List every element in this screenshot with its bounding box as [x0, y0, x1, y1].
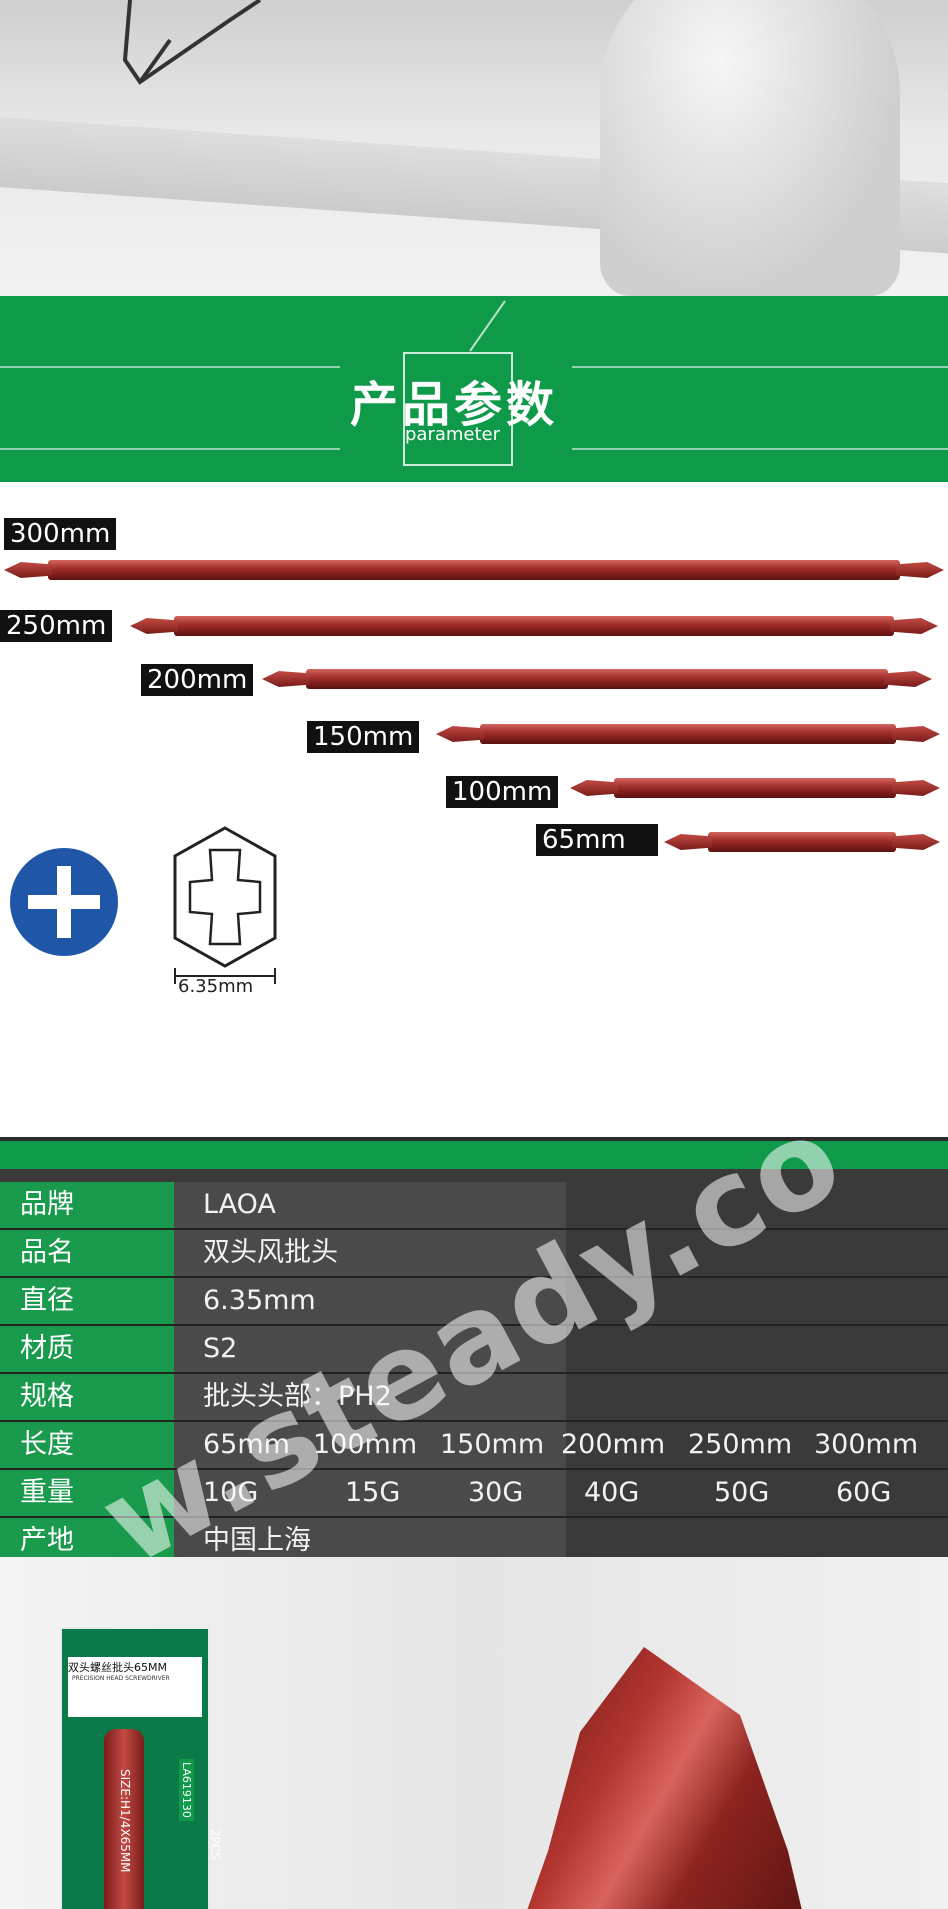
header-line — [0, 448, 340, 450]
hero-photo — [0, 0, 948, 296]
spec-value: S2 — [203, 1333, 238, 1364]
package-subtitle: PRECISION HEAD SCREWDRIVER — [72, 1675, 170, 1682]
spec-key: 长度 — [0, 1422, 174, 1468]
spec-key: 品牌 — [0, 1182, 174, 1228]
weight-value: 10G — [203, 1477, 259, 1508]
spec-key: 规格 — [0, 1374, 174, 1420]
length-value: 300mm — [814, 1429, 919, 1460]
weight-value: 30G — [468, 1477, 524, 1508]
length-value: 65mm — [203, 1429, 290, 1460]
hex-shank-icon — [173, 826, 277, 984]
length-value: 250mm — [688, 1429, 793, 1460]
phillips-cross-icon — [10, 848, 118, 956]
bit-100mm — [614, 778, 896, 798]
table-row: 品牌 LAOA — [0, 1182, 948, 1230]
bit-closeup — [500, 1647, 820, 1909]
bit-65mm — [708, 832, 896, 852]
spec-value: 双头风批头 — [203, 1237, 338, 1268]
table-row: 规格 批头头部：PH2 — [0, 1374, 948, 1422]
brand-logo: LAOA — [98, 1635, 138, 1650]
length-label: 150mm — [307, 721, 420, 753]
bit-200mm — [306, 669, 888, 689]
length-value: 200mm — [561, 1429, 666, 1460]
table-row: 直径 6.35mm — [0, 1278, 948, 1326]
header-line — [572, 448, 948, 450]
length-label: 200mm — [141, 664, 254, 696]
weight-value: 15G — [345, 1477, 401, 1508]
bit-300mm — [48, 560, 900, 580]
length-label: 300mm — [4, 518, 117, 550]
spec-value: 批头头部：PH2 — [203, 1381, 392, 1412]
bit-250mm — [174, 616, 894, 636]
package-label — [68, 1657, 202, 1717]
spec-value: 6.35mm — [203, 1285, 316, 1316]
spec-key: 直径 — [0, 1278, 174, 1324]
length-label: 250mm — [0, 610, 113, 642]
table-row: 长度 65mm 100mm 150mm 200mm 250mm 300mm — [0, 1422, 948, 1470]
table-row: 产地 中国上海 — [0, 1518, 948, 1564]
spec-value: 中国上海 — [203, 1525, 311, 1556]
hero-glove — [600, 0, 900, 296]
packaged-bit — [104, 1729, 144, 1909]
spec-table: 品牌 LAOA 品名 双头风批头 直径 6.35mm 材质 S2 规格 批头头部… — [0, 1137, 948, 1564]
length-value: 100mm — [313, 1429, 418, 1460]
package-size-text: SIZE:H1/4X65MM — [118, 1769, 132, 1873]
weight-value: 40G — [584, 1477, 640, 1508]
spec-key: 重量 — [0, 1470, 174, 1516]
table-row: 重量 10G 15G 30G 40G 50G 60G — [0, 1470, 948, 1518]
section-title: 产品参数 — [350, 377, 559, 433]
package-code: LA619130 — [179, 1759, 194, 1821]
hero-line-art-icon — [122, 0, 262, 85]
product-photo: LAOA 双头螺丝批头65MM PRECISION HEAD SCREWDRIV… — [0, 1557, 948, 1909]
section-subtitle: parameter — [405, 424, 501, 445]
header-slash-icon — [469, 300, 506, 352]
spec-table-header-bar — [0, 1137, 948, 1169]
package-title: 双头螺丝批头65MM — [68, 1661, 167, 1674]
table-row: 品名 双头风批头 — [0, 1230, 948, 1278]
hex-size-label: 6.35mm — [178, 976, 254, 997]
table-row: 材质 S2 — [0, 1326, 948, 1374]
spec-key: 材质 — [0, 1326, 174, 1372]
package-count: 2PCS — [208, 1829, 222, 1860]
title-frame — [403, 352, 513, 466]
spec-key: 品名 — [0, 1230, 174, 1276]
spec-value: LAOA — [203, 1189, 276, 1220]
weight-value: 60G — [836, 1477, 892, 1508]
length-value: 150mm — [440, 1429, 545, 1460]
length-label: 65mm — [536, 824, 658, 856]
product-package: LAOA 双头螺丝批头65MM PRECISION HEAD SCREWDRIV… — [60, 1627, 222, 1909]
bit-150mm — [480, 724, 896, 744]
section-header — [0, 296, 948, 482]
header-line — [572, 366, 948, 368]
spec-key: 产地 — [0, 1518, 174, 1564]
header-line — [0, 366, 340, 368]
weight-value: 50G — [714, 1477, 770, 1508]
length-label: 100mm — [446, 776, 559, 808]
